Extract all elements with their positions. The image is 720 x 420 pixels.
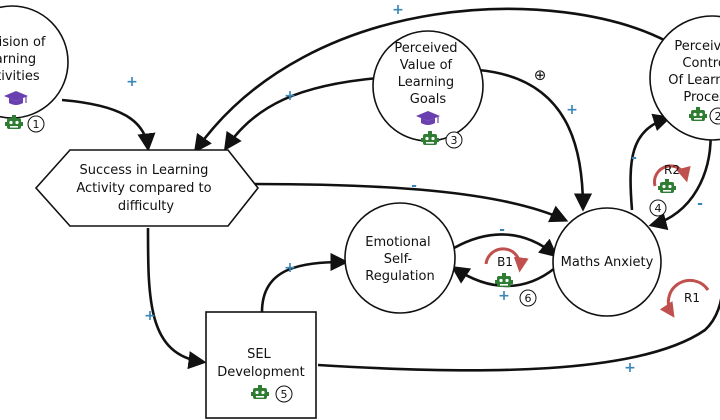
badge-perceived-control: 2 — [689, 107, 720, 125]
node-maths-anxiety: Maths Anxiety — [552, 207, 662, 317]
badge-provision-number: 1 — [33, 118, 40, 131]
loop-r1-arrow — [659, 278, 710, 318]
node-provision-line-3: Activities — [0, 69, 40, 84]
node-success-line-3: difficulty — [118, 199, 175, 214]
node-value-line-3: Learning — [398, 75, 454, 90]
edge-success-to-anxiety — [251, 182, 569, 223]
node-emotional-line-2: Self- — [384, 252, 413, 267]
node-provision: Provision of Learning Activities — [0, 5, 69, 119]
edge-signs: + + + ⊕ + - - - + - + + + — [126, 2, 703, 376]
node-provision-line-1: Provision of — [0, 35, 46, 50]
badge-sel: 5 — [251, 385, 293, 403]
badge-control-number: 2 — [715, 110, 720, 123]
node-success-line-1: Success in Learning — [79, 163, 208, 178]
loop-b1: B1 — [484, 247, 529, 273]
svg-text:Perceived Value of: Perceived Value of Learning Goals — [394, 41, 461, 107]
edge-sel-to-r1 — [317, 297, 720, 372]
node-value-line-1: Perceived — [394, 41, 457, 56]
node-success-line-2: Activity compared to — [76, 181, 211, 196]
edge-value-to-success — [223, 76, 379, 152]
node-sel-line-1: SEL — [247, 347, 271, 362]
node-perceived-value: Perceived Value of Learning Goals — [372, 30, 484, 142]
sign-value-anxiety-plus: + — [566, 102, 578, 118]
svg-text:Emotional Self- Re: Emotional Self- Regulation — [365, 235, 434, 284]
edges — [61, 7, 720, 372]
node-control-line-2: Control — [682, 56, 720, 71]
edge-value-to-anxiety — [477, 68, 593, 212]
loop-b1-arrow — [484, 247, 529, 273]
sign-success-anxiety: - — [411, 178, 417, 194]
node-provision-line-2: Learning — [0, 52, 36, 67]
node-success: Success in Learning Activity compared to… — [34, 149, 260, 227]
loop-b1-label: B1 — [497, 255, 513, 269]
svg-text:SEL Development: SEL Development — [217, 347, 305, 380]
badge-value-number: 3 — [451, 134, 458, 147]
loop-r1-label: R1 — [684, 291, 700, 305]
edge-anxiety-to-control — [629, 113, 672, 211]
node-emotional-line-1: Emotional — [365, 235, 430, 250]
loop-r1: R1 — [659, 278, 710, 318]
edge-emotional-to-anxiety — [453, 233, 558, 258]
badge-b1: 6 — [495, 273, 537, 307]
node-value-line-2: Value of — [400, 58, 453, 73]
sign-anxiety-control: - — [631, 150, 637, 166]
sign-provision-success: + — [126, 74, 138, 90]
svg-text:Perceived Control: Perceived Control Of Learning Process — [668, 39, 720, 105]
node-control-line-1: Perceived — [674, 39, 720, 54]
sign-top-arc: + — [392, 2, 404, 18]
svg-text:Provision of Learning: Provision of Learning Activities — [0, 35, 50, 84]
robot-icon — [658, 179, 676, 193]
node-control-line-4: Process — [683, 90, 720, 105]
edge-sel-to-emotional — [260, 252, 349, 313]
badge-sel-number: 5 — [281, 388, 288, 401]
edge-success-to-sel — [146, 227, 207, 370]
node-perceived-control: Perceived Control Of Learning Process — [649, 15, 720, 141]
badge-r2: 4 — [649, 179, 676, 217]
loop-r2: R2 — [653, 163, 691, 187]
node-control-line-3: Of Learning — [668, 73, 720, 88]
sign-success-sel: + — [144, 308, 156, 324]
sign-value-success: + — [284, 88, 296, 104]
node-emotional-regulation: Emotional Self- Regulation — [344, 202, 456, 314]
badge-provision: 1 — [3, 90, 45, 133]
badge-b1-number: 6 — [525, 292, 532, 305]
node-value-line-4: Goals — [410, 92, 447, 107]
edge-control-to-success — [193, 7, 669, 153]
node-sel-line-2: Development — [217, 365, 305, 380]
sign-value-anxiety: ⊕ — [534, 66, 547, 84]
sign-emotional-anxiety: - — [499, 222, 505, 238]
svg-text:Success in Learning Acti: Success in Learning Activity compared to… — [76, 163, 215, 214]
loop-r2-label: R2 — [664, 163, 680, 177]
sign-sel-emotional: + — [284, 260, 296, 276]
sign-anxiety-emotional: + — [498, 288, 510, 304]
edge-provision-to-success — [61, 98, 156, 152]
loop-r2-arrow — [653, 164, 691, 187]
node-anxiety-line-1: Maths Anxiety — [561, 255, 654, 270]
node-sel-development: SEL Development — [205, 311, 317, 419]
badge-perceived-value: 3 — [415, 110, 463, 149]
robot-icon — [495, 273, 513, 287]
node-emotional-line-3: Regulation — [365, 269, 434, 284]
badge-r2-number: 4 — [655, 202, 662, 215]
sign-control-anxiety: - — [697, 196, 703, 212]
sign-sel-r1: + — [624, 360, 636, 376]
svg-text:Maths Anxiety: Maths Anxiety — [561, 255, 654, 270]
